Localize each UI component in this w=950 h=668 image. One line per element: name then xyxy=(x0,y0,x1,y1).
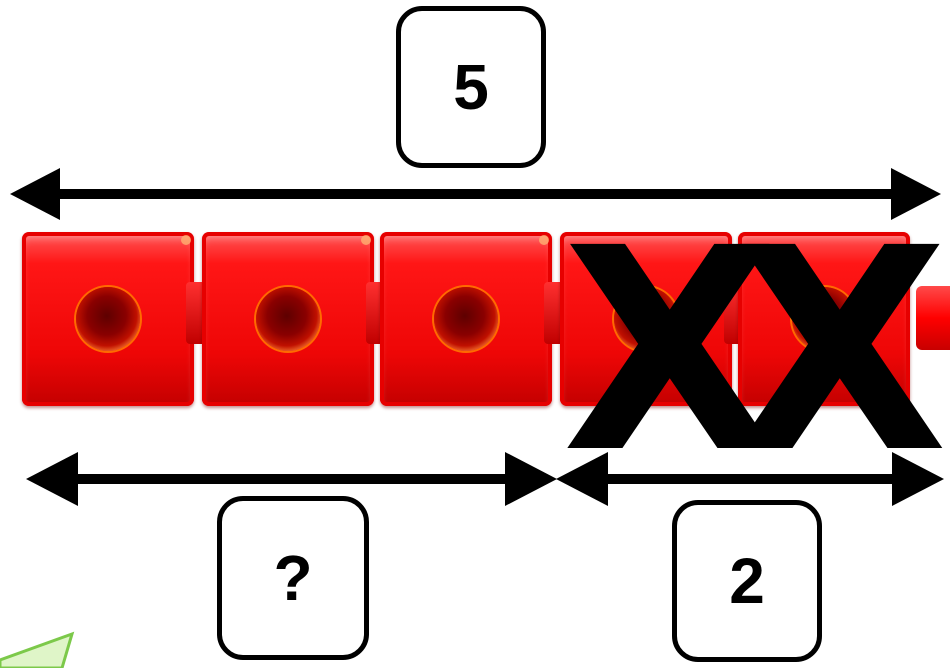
cube-shine xyxy=(361,235,371,245)
cube-2 xyxy=(202,232,374,406)
cube-peg xyxy=(76,287,140,351)
cube-shine xyxy=(181,235,191,245)
total-double-arrow xyxy=(10,168,941,220)
cube-peg xyxy=(614,287,678,351)
cube-1 xyxy=(22,232,194,406)
cube-3 xyxy=(380,232,552,406)
cube-peg xyxy=(256,287,320,351)
cube-shine xyxy=(539,235,549,245)
total-value: 5 xyxy=(453,51,489,123)
cross-out-mark-2: X xyxy=(732,189,948,515)
total-label-box: 5 xyxy=(396,6,546,168)
pencil-tip-icon xyxy=(0,631,75,668)
cube-4-removed xyxy=(560,232,732,406)
cube-peg xyxy=(792,287,856,351)
removed-part-double-arrow xyxy=(556,452,944,506)
removed-value: 2 xyxy=(729,545,765,617)
unknown-part-double-arrow xyxy=(26,452,557,506)
cube-peg xyxy=(434,287,498,351)
cross-out-mark-1: X xyxy=(562,189,778,515)
cube-5-removed xyxy=(738,232,910,406)
unknown-value: ? xyxy=(273,542,313,614)
cube-connector-tail xyxy=(916,286,950,350)
removed-label-box: 2 xyxy=(672,500,822,662)
unknown-label-box: ? xyxy=(217,496,369,660)
